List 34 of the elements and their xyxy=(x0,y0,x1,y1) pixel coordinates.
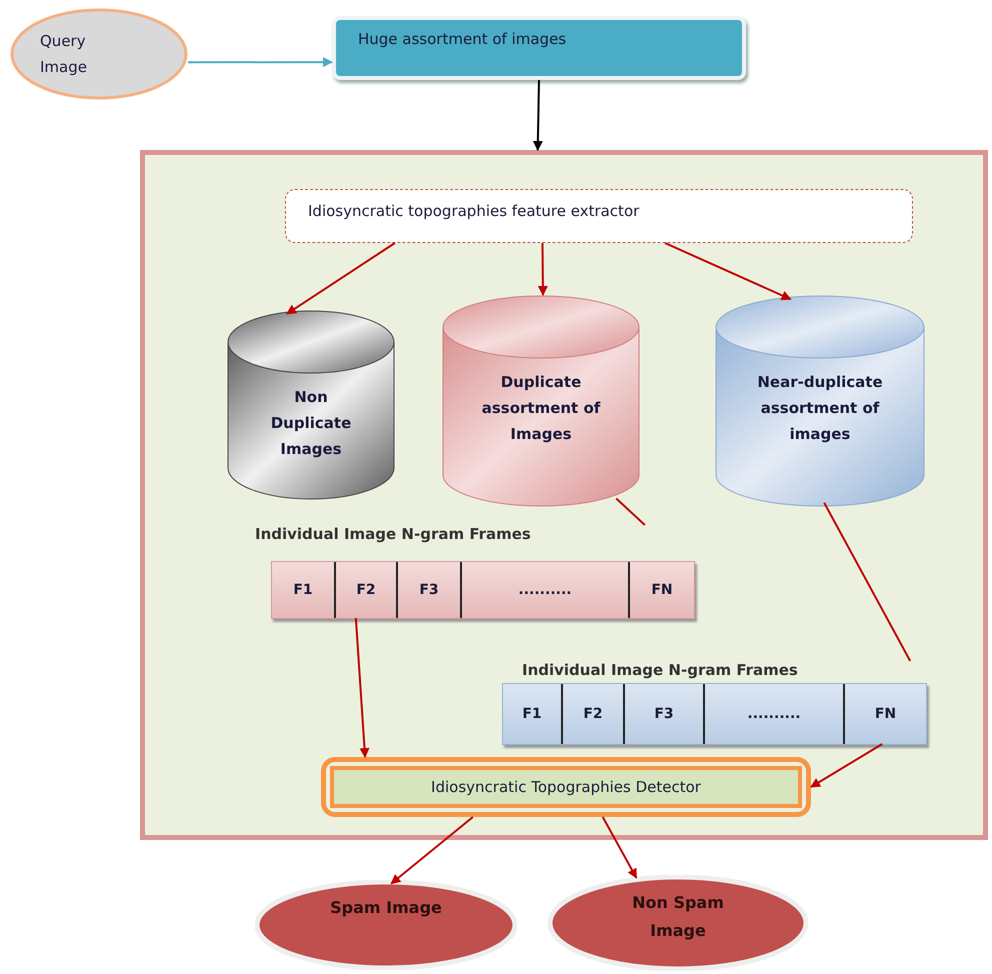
arrow xyxy=(188,57,333,68)
node-label: Near-duplicate assortment of images xyxy=(756,372,884,445)
frame-cell: F2 xyxy=(563,684,625,744)
container-panel xyxy=(140,150,988,840)
arrow xyxy=(664,242,792,300)
frame-cell: F3 xyxy=(625,684,705,744)
database-cylinder xyxy=(715,295,925,507)
frame-cell: FN xyxy=(845,684,926,744)
frame-cell: F1 xyxy=(503,684,563,744)
process-box: Huge assortment of images xyxy=(332,16,746,80)
node-label: Spam Image xyxy=(329,897,443,919)
node-label: Query Image xyxy=(40,31,88,78)
frame-cell: .......... xyxy=(705,684,845,744)
node-label: Non Spam Image xyxy=(631,892,725,942)
process-box: Idiosyncratic topographies feature extractor xyxy=(285,189,913,243)
database-cylinder xyxy=(227,310,395,500)
frame-cell: F1 xyxy=(272,562,336,618)
arrow xyxy=(810,743,883,788)
node-label: Duplicate assortment of Images xyxy=(480,372,602,445)
arrow xyxy=(532,80,543,151)
frame-cell: F2 xyxy=(336,562,398,618)
arrow xyxy=(538,242,548,296)
arrow xyxy=(354,618,370,758)
arrow xyxy=(286,242,396,315)
frame-cell: .......... xyxy=(462,562,630,618)
input-ellipse xyxy=(10,8,188,100)
strip-heading: Individual Image N-gram Frames xyxy=(255,525,531,543)
frame-cell: F3 xyxy=(398,562,462,618)
node-label: Non Duplicate Images xyxy=(270,387,352,460)
database-cylinder xyxy=(442,295,640,507)
arrow xyxy=(602,816,638,879)
strip-heading: Individual Image N-gram Frames xyxy=(522,661,798,679)
detector-box: Idiosyncratic Topographies Detector xyxy=(330,766,802,808)
frame-cell: FN xyxy=(630,562,694,618)
